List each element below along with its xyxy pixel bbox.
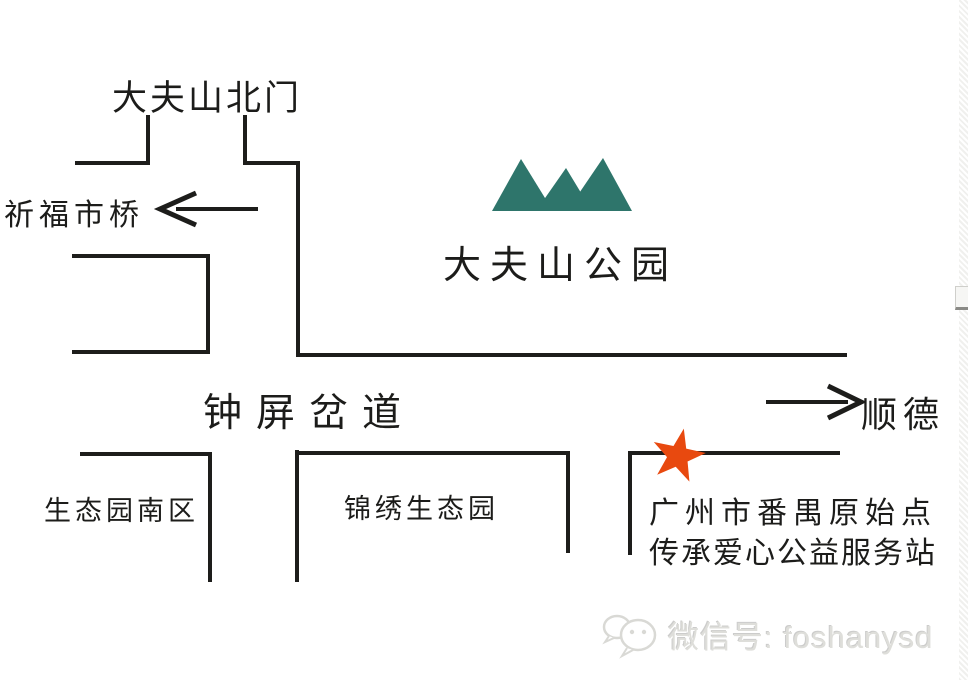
road-west-block-right <box>206 254 210 354</box>
arrow-right-icon <box>766 383 866 421</box>
label-north-gate: 大夫山北门 <box>112 79 303 118</box>
road-north-gate-left-leg-horizontal <box>75 161 150 165</box>
road-jinxiu-top <box>295 451 570 455</box>
label-qifu-shiqiao: 祈福市桥 <box>4 199 144 232</box>
road-west-block-bottom <box>72 350 210 354</box>
road-jinxiu-right <box>566 451 570 553</box>
label-station-line1: 广州市番禺原始点 <box>649 497 937 530</box>
arrow-left-icon <box>153 190 258 228</box>
road-main-horizontal <box>296 353 847 357</box>
label-shunde: 顺德 <box>861 395 946 435</box>
label-dafushan-park: 大夫山公园 <box>443 245 679 287</box>
road-eco-south-top <box>80 452 212 456</box>
arrow-right-head <box>826 383 866 421</box>
road-west-block-top <box>72 254 210 258</box>
label-station-line2: 传承爱心公益服务站 <box>649 537 937 570</box>
road-station-top <box>628 451 840 455</box>
wechat-logo-icon <box>602 614 657 659</box>
mountain-right-peak <box>567 158 632 211</box>
label-zhongping-fork: 钟屏岔道 <box>203 392 416 435</box>
right-edge-texture <box>959 0 968 680</box>
road-jinxiu-left <box>295 450 299 582</box>
road-north-gate-left-leg-vertical <box>146 115 150 165</box>
star-marker-shape <box>653 428 706 482</box>
arrow-left-head <box>153 190 198 228</box>
mountains-icon <box>492 158 632 211</box>
road-park-west-vertical <box>296 161 300 357</box>
label-eco-park-south: 生态园南区 <box>44 496 199 526</box>
wechat-id-watermark: 微信号: foshanysd <box>668 620 934 655</box>
scrollbar-thumb[interactable] <box>955 286 968 310</box>
road-north-gate-right-leg-horizontal <box>243 161 300 165</box>
label-jinxiu-eco-park: 锦绣生态园 <box>344 494 499 524</box>
star-marker-icon <box>653 428 706 482</box>
road-eco-south-right <box>208 452 212 582</box>
road-north-gate-right-leg-vertical <box>243 115 247 165</box>
road-station-left <box>628 451 632 555</box>
mountain-left-peak <box>492 159 553 211</box>
